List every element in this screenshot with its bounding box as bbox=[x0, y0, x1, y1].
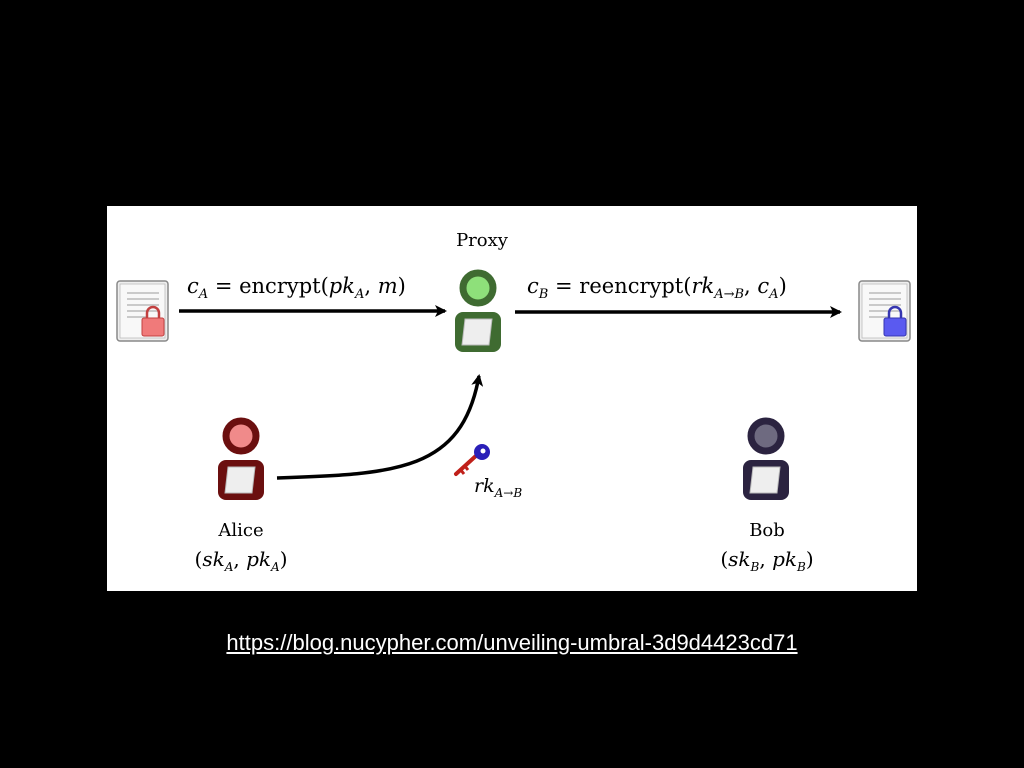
alice-label: Alice bbox=[217, 520, 263, 541]
bob-label: Bob bbox=[749, 520, 785, 541]
alice-keys: (skA, pkA) bbox=[195, 547, 288, 574]
rekey-arrow bbox=[276, 374, 484, 480]
proxy-person-icon bbox=[455, 269, 501, 352]
reencrypt-label: cB = reencrypt(rkA→B, cA) bbox=[527, 274, 787, 302]
bob-keys: (skB, pkB) bbox=[720, 547, 813, 574]
proxy-label: Proxy bbox=[456, 230, 509, 251]
proxy-reencryption-diagram: Proxy cA = encrypt(pkA, m) cB = reencryp… bbox=[116, 230, 911, 574]
rekey-label: rkA→B bbox=[474, 475, 522, 500]
lock-icon bbox=[141, 305, 165, 337]
alice-person-icon bbox=[218, 417, 264, 500]
document-right-icon bbox=[858, 280, 911, 342]
document-left-icon bbox=[116, 280, 169, 342]
diagram-panel: Proxy cA = encrypt(pkA, m) cB = reencryp… bbox=[107, 206, 917, 591]
lock-icon bbox=[883, 305, 907, 337]
encrypt-label: cA = encrypt(pkA, m) bbox=[187, 274, 406, 302]
source-link[interactable]: https://blog.nucypher.com/unveiling-umbr… bbox=[226, 630, 798, 655]
key-icon bbox=[454, 444, 490, 476]
bob-person-icon bbox=[743, 417, 789, 500]
